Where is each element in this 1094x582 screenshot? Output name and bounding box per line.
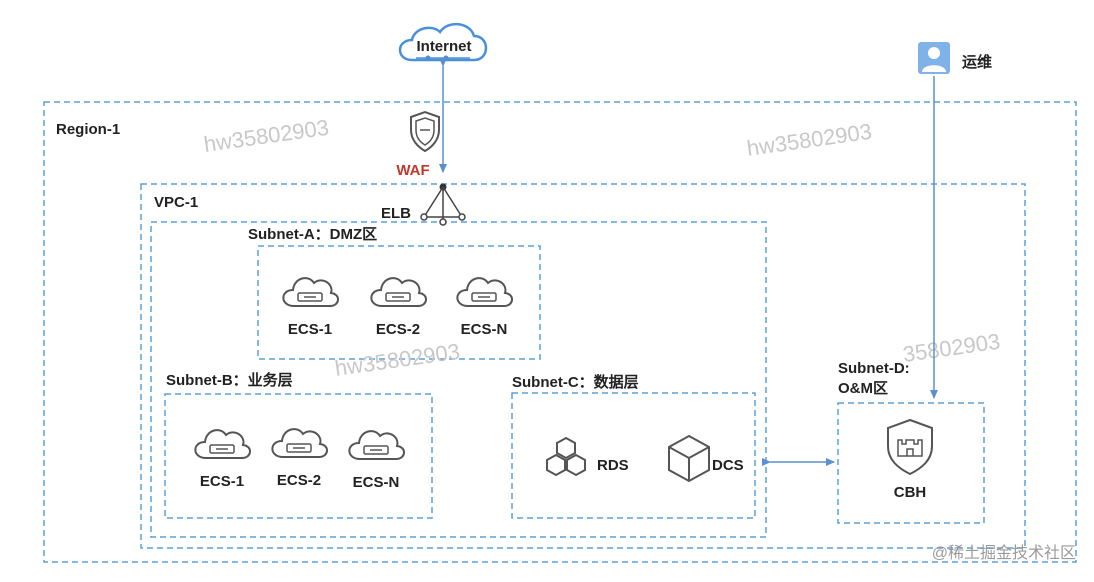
inner-zone-box — [150, 221, 767, 538]
ecs-server-label: ECS-N — [353, 474, 400, 491]
watermark-3: hw35802903 — [333, 339, 461, 381]
subnet-b-server-group: ECS-1 ECS-2 ECS-N — [194, 428, 405, 491]
rds-label: RDS — [597, 457, 629, 474]
dcs-label: DCS — [712, 457, 744, 474]
cbh-shield-icon — [887, 418, 933, 476]
shield-icon — [410, 110, 440, 153]
vpc-box — [140, 183, 1026, 549]
ecs-server-icon — [456, 277, 513, 307]
ecs-server-label: ECS-N — [461, 321, 508, 338]
elb-icon — [420, 183, 466, 226]
operator-label: 运维 — [962, 53, 992, 71]
watermark-4: 35802903 — [901, 329, 1001, 367]
cbh-label: CBH — [894, 484, 927, 501]
vpc-label: VPC-1 — [154, 194, 198, 211]
footer-watermark: @稀土掘金技术社区 — [932, 544, 1076, 562]
watermark-2: hw35802903 — [745, 119, 873, 161]
cloud-icon — [398, 23, 488, 62]
ecs-server-label: ECS-2 — [277, 472, 321, 489]
ecs-server-label: ECS-1 — [288, 321, 332, 338]
subnet-d-label-line1: Subnet-D: — [838, 360, 910, 377]
subnet-c-label: Subnet-C：数据层 — [512, 373, 639, 391]
subnet-b-label: Subnet-B：业务层 — [166, 371, 293, 389]
internet-label: Internet — [416, 38, 471, 55]
subnet-a-label: Subnet-A：DMZ区 — [248, 226, 377, 243]
watermark-1: hw35802903 — [202, 115, 330, 157]
dcs-icon — [668, 434, 710, 483]
subnet-b-box — [164, 393, 433, 519]
ecs-server-label: ECS-2 — [376, 321, 420, 338]
region-box — [43, 101, 1077, 563]
subnet-a-server-group: ECS-1 ECS-2 ECS-N — [282, 277, 513, 338]
subnet-d-box — [837, 402, 985, 524]
ecs-server-icon — [282, 277, 339, 307]
rds-icon — [546, 436, 586, 477]
subnet-c-box — [511, 392, 756, 519]
ecs-server-icon — [271, 428, 328, 458]
ecs-server-label: ECS-1 — [200, 473, 244, 490]
subnet-d-label-line2: O&M区 — [838, 380, 888, 397]
user-icon — [918, 42, 950, 74]
subnet-a-box — [257, 245, 541, 360]
region-label: Region-1 — [56, 121, 120, 138]
ecs-server-icon — [370, 277, 427, 307]
ecs-server-icon — [348, 430, 405, 460]
waf-label: WAF — [396, 162, 429, 179]
ecs-server-icon — [194, 429, 251, 459]
elb-label: ELB — [381, 205, 411, 222]
